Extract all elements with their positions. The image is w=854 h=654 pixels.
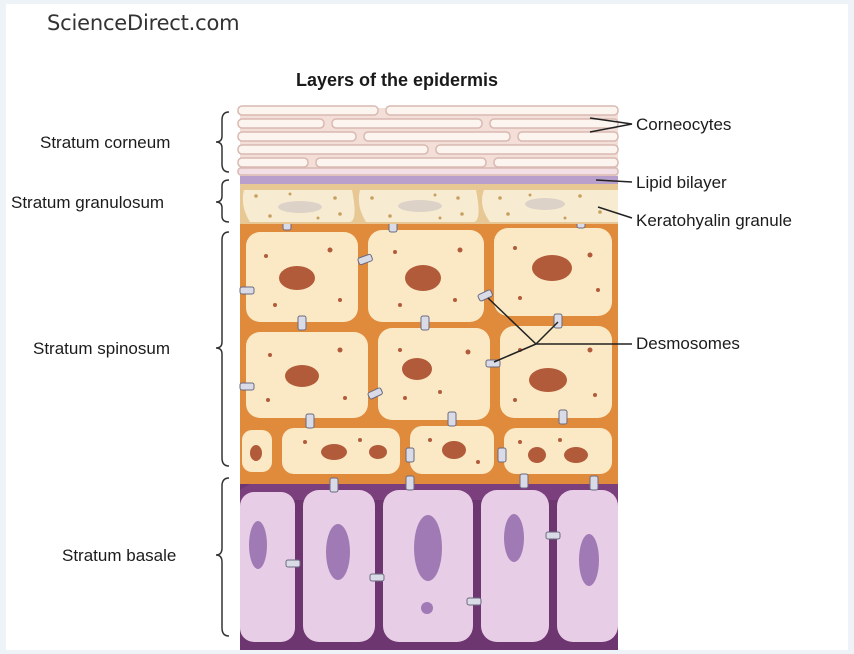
label-lipid-bilayer: Lipid bilayer [636, 173, 727, 193]
spinous-nucleus [402, 358, 432, 380]
corneocyte [332, 119, 482, 128]
basal-nucleus [504, 514, 524, 562]
stratum-granulosum-layer [240, 176, 618, 224]
spinous-nucleus [405, 265, 441, 291]
spinous-nucleus [279, 266, 315, 290]
layer-brackets [216, 112, 229, 636]
label-desmosomes: Desmosomes [636, 334, 740, 354]
label-keratohyalin-granule: Keratohyalin granule [636, 211, 792, 231]
basal-nucleus [414, 515, 442, 581]
label-corneocytes: Corneocytes [636, 115, 731, 135]
corneocyte [494, 158, 618, 167]
spinous-nucleus [532, 255, 572, 281]
basal-nucleus [326, 524, 350, 580]
corneocyte [238, 158, 308, 167]
corneocyte [364, 132, 510, 141]
basal-cell [481, 490, 549, 642]
label-stratum-spinosum: Stratum spinosum [33, 339, 170, 359]
corneocyte [518, 132, 618, 141]
spinous-nucleus [529, 368, 567, 392]
label-stratum-corneum: Stratum corneum [40, 133, 170, 153]
corneocyte [238, 106, 378, 115]
lipid-bilayer [240, 176, 618, 184]
corneocyte [238, 119, 324, 128]
corneocyte [238, 132, 356, 141]
label-stratum-basale: Stratum basale [62, 546, 176, 566]
basal-nucleus [579, 534, 599, 586]
spinous-cell [504, 428, 612, 474]
corneocyte [316, 158, 486, 167]
basal-nucleus [249, 521, 267, 569]
spinous-nucleus [285, 365, 319, 387]
spinous-cell [378, 328, 490, 420]
corneocyte [238, 145, 428, 154]
label-stratum-granulosum: Stratum granulosum [11, 193, 164, 213]
corneocyte [436, 145, 618, 154]
stratum-corneum-layer [238, 106, 618, 176]
corneocyte [490, 119, 618, 128]
corneocyte [386, 106, 618, 115]
